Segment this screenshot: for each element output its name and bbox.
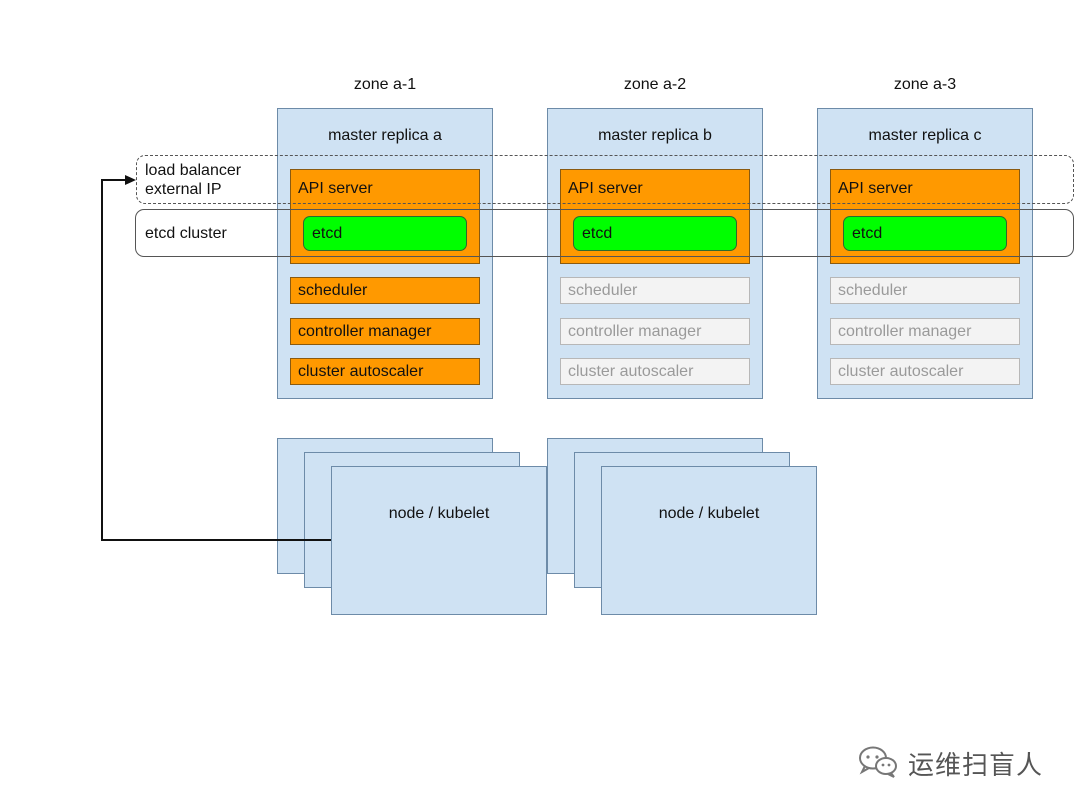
arrow-line bbox=[101, 179, 331, 541]
api-server-c-label: API server bbox=[838, 180, 913, 197]
node-stack-1-front: node / kubelet bbox=[331, 466, 547, 615]
watermark-text: 运维扫盲人 bbox=[908, 750, 1044, 780]
node-stack-1-label: node / kubelet bbox=[388, 505, 490, 522]
master-replica-a-title: master replica a bbox=[328, 127, 442, 144]
etcd-c: etcd bbox=[843, 216, 1007, 251]
master-replica-b-title: master replica b bbox=[598, 127, 712, 144]
wechat-icon bbox=[858, 744, 898, 780]
controller-manager-c: controller manager bbox=[830, 318, 1020, 345]
zone-label-a3: zone a-3 bbox=[893, 76, 957, 93]
etcd-cluster-label: etcd cluster bbox=[145, 225, 227, 242]
api-server-b-label: API server bbox=[568, 180, 643, 197]
zone-label-a1: zone a-1 bbox=[353, 76, 417, 93]
cluster-autoscaler-b: cluster autoscaler bbox=[560, 358, 750, 385]
api-server-a-label: API server bbox=[298, 180, 373, 197]
scheduler-c: scheduler bbox=[830, 277, 1020, 304]
controller-manager-b: controller manager bbox=[560, 318, 750, 345]
cluster-autoscaler-a: cluster autoscaler bbox=[290, 358, 480, 385]
etcd-b: etcd bbox=[573, 216, 737, 251]
scheduler-b: scheduler bbox=[560, 277, 750, 304]
zone-label-a2: zone a-2 bbox=[623, 76, 687, 93]
cluster-autoscaler-c: cluster autoscaler bbox=[830, 358, 1020, 385]
node-stack-2-front: node / kubelet bbox=[601, 466, 817, 615]
arrowhead bbox=[125, 175, 136, 185]
etcd-cluster-box bbox=[135, 209, 1074, 257]
load-balancer-box bbox=[136, 155, 1074, 204]
scheduler-a: scheduler bbox=[290, 277, 480, 304]
etcd-a: etcd bbox=[303, 216, 467, 251]
controller-manager-a: controller manager bbox=[290, 318, 480, 345]
master-replica-c-title: master replica c bbox=[868, 127, 982, 144]
node-stack-2-label: node / kubelet bbox=[658, 505, 760, 522]
load-balancer-label: load balancer external IP bbox=[145, 162, 242, 198]
